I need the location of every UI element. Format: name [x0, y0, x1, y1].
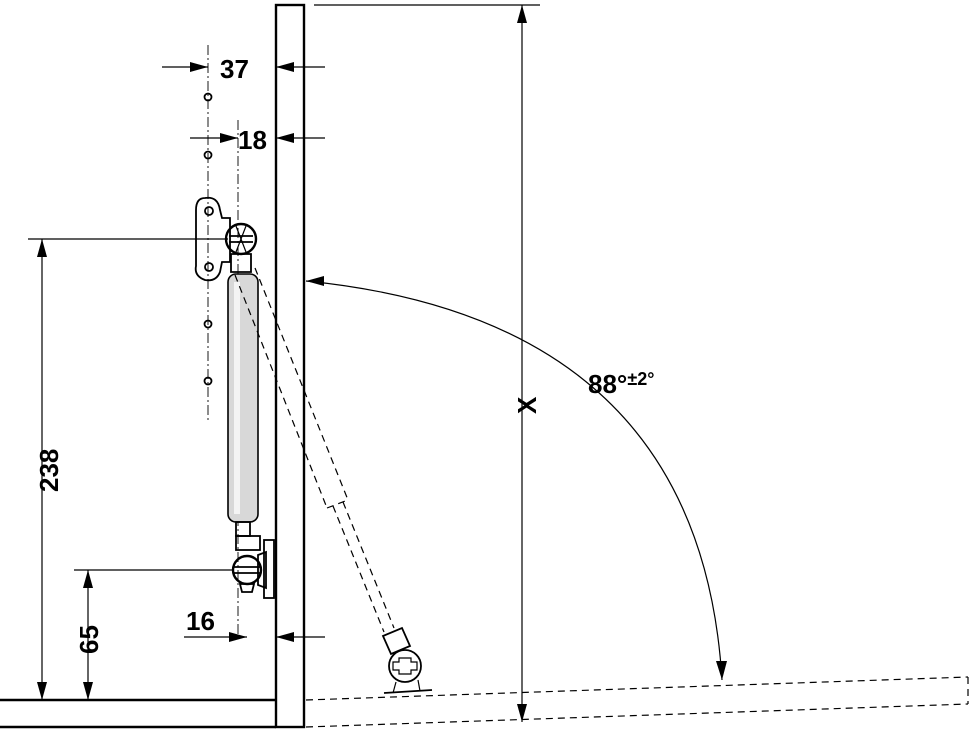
hole-icon: [203, 150, 213, 160]
dimension-label-37: 37: [220, 54, 249, 84]
dimension-opening-angle: 88°±2°: [305, 276, 727, 681]
dimension-16: 16: [184, 606, 325, 642]
gas-strut-open: [234, 267, 433, 694]
lower-ball-joint-icon: [231, 554, 263, 586]
hole-icon: [203, 319, 213, 329]
dimension-label-18: 18: [238, 125, 267, 155]
angle-label: 88°±2°: [588, 369, 654, 399]
cabinet-side-panel: [274, 3, 306, 729]
cabinet-bottom-shelf: [0, 698, 276, 729]
lower-mounting-bracket: [231, 539, 275, 599]
hole-icon: [203, 376, 213, 386]
flap-open-position: [305, 676, 969, 728]
gas-strut-closed: [227, 273, 261, 551]
dimension-label-16: 16: [186, 606, 215, 636]
dimension-238: 238: [28, 238, 228, 700]
dimension-height-x: X: [314, 4, 542, 722]
dimension-label-65: 65: [74, 625, 104, 654]
mounting-holes: [203, 92, 213, 386]
hole-icon: [203, 92, 213, 102]
dimension-65: 65: [74, 569, 234, 700]
dimension-label-x: X: [512, 396, 542, 414]
dimension-37: 37: [162, 54, 325, 84]
dimension-label-238: 238: [34, 449, 64, 492]
dimension-18: 18: [190, 125, 325, 155]
